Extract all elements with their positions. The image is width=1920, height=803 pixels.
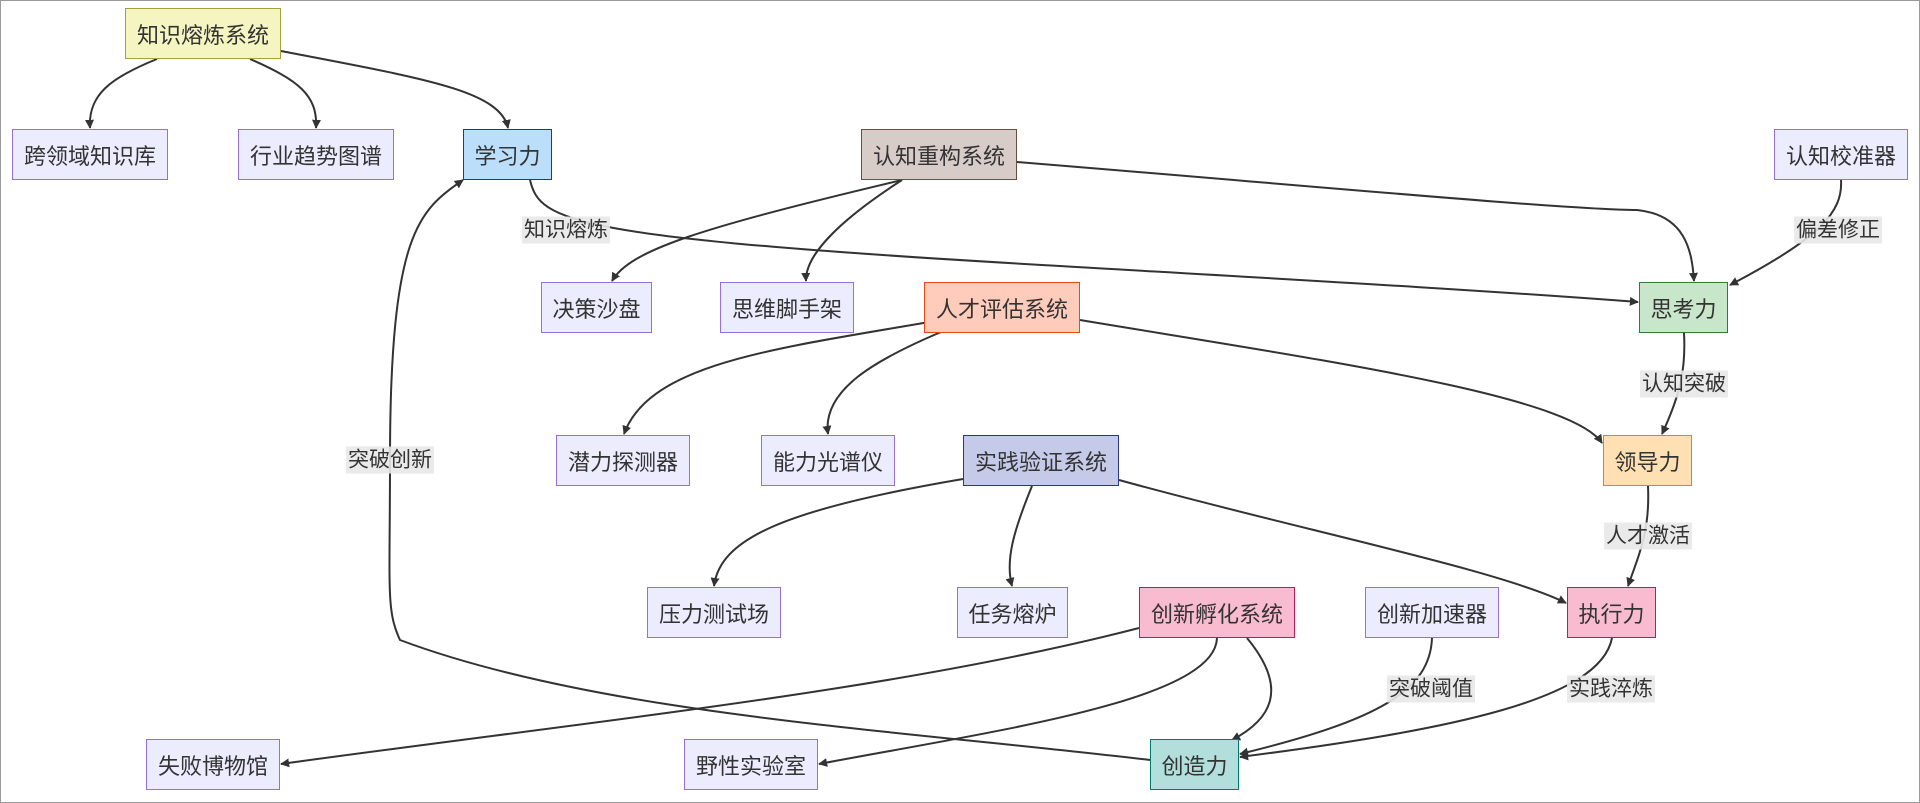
edge-cognitive-system-to-thinking [1016,161,1698,282]
edge-knowledge-system-to-learning [280,50,511,129]
edge-label-breakthrough-threshold: 突破阈值 [1387,675,1475,703]
edge-cognitive-system-to-decision-sandbox [611,179,903,282]
edge-cognitive-system-to-thinking-scaffold [801,179,903,282]
node-potential-detector[interactable]: 潜力探测器 [556,435,690,486]
edge-label-knowledge-smelting: 知识熔炼 [522,216,610,244]
edge-innovation-system-to-failure-museum [280,627,1140,768]
node-leadership[interactable]: 领导力 [1603,435,1692,486]
node-learning[interactable]: 学习力 [463,129,552,180]
edge-creativity-to-learning [388,179,1151,761]
edge-label-bias-correction: 偏差修正 [1794,216,1882,244]
node-thinking-scaffold[interactable]: 思维脚手架 [720,282,854,333]
node-task-furnace[interactable]: 任务熔炉 [957,587,1068,638]
node-cross-domain-kb[interactable]: 跨领域知识库 [12,129,168,180]
edge-label-cognitive-breakthrough: 认知突破 [1640,370,1728,398]
edge-learning-to-thinking [529,179,1639,306]
edge-innovation-system-to-wild-lab [818,637,1218,767]
edge-execution-to-creativity [1239,637,1613,761]
node-wild-lab[interactable]: 野性实验室 [684,739,818,790]
edge-talent-system-to-leadership [1079,319,1603,444]
node-cognitive-calibrator[interactable]: 认知校准器 [1774,129,1908,180]
edge-innovation-system-to-creativity [1231,637,1273,741]
node-innovation-accelerator[interactable]: 创新加速器 [1365,587,1499,638]
node-creativity[interactable]: 创造力 [1150,739,1239,790]
node-thinking[interactable]: 思考力 [1639,282,1728,333]
node-failure-museum[interactable]: 失败博物馆 [146,739,280,790]
node-decision-sandbox[interactable]: 决策沙盘 [541,282,652,333]
edge-practice-system-to-execution [1118,479,1567,604]
node-innovation-system[interactable]: 创新孵化系统 [1139,587,1295,638]
node-knowledge-system[interactable]: 知识熔炼系统 [125,8,281,59]
edge-knowledge-system-to-industry-trend-map [249,58,321,129]
edge-talent-system-to-ability-spectrometer [822,331,942,435]
edge-label-breakthrough-innovation: 突破创新 [346,446,434,474]
edge-practice-system-to-stress-test [710,478,964,587]
edge-practice-system-to-task-furnace [1005,485,1033,587]
edge-innovation-accelerator-to-creativity [1239,637,1433,757]
node-talent-system[interactable]: 人才评估系统 [924,282,1080,333]
edge-knowledge-system-to-cross-domain-kb [85,58,158,129]
node-industry-trend-map[interactable]: 行业趋势图谱 [238,129,394,180]
node-stress-test[interactable]: 压力测试场 [647,587,781,638]
edge-label-talent-activation: 人才激活 [1604,522,1692,550]
edge-talent-system-to-potential-detector [622,319,942,435]
node-ability-spectrometer[interactable]: 能力光谱仪 [761,435,895,486]
node-practice-system[interactable]: 实践验证系统 [963,435,1119,486]
edge-label-practice-tempering: 实践淬炼 [1567,675,1655,703]
node-cognitive-system[interactable]: 认知重构系统 [861,129,1017,180]
node-execution[interactable]: 执行力 [1567,587,1656,638]
